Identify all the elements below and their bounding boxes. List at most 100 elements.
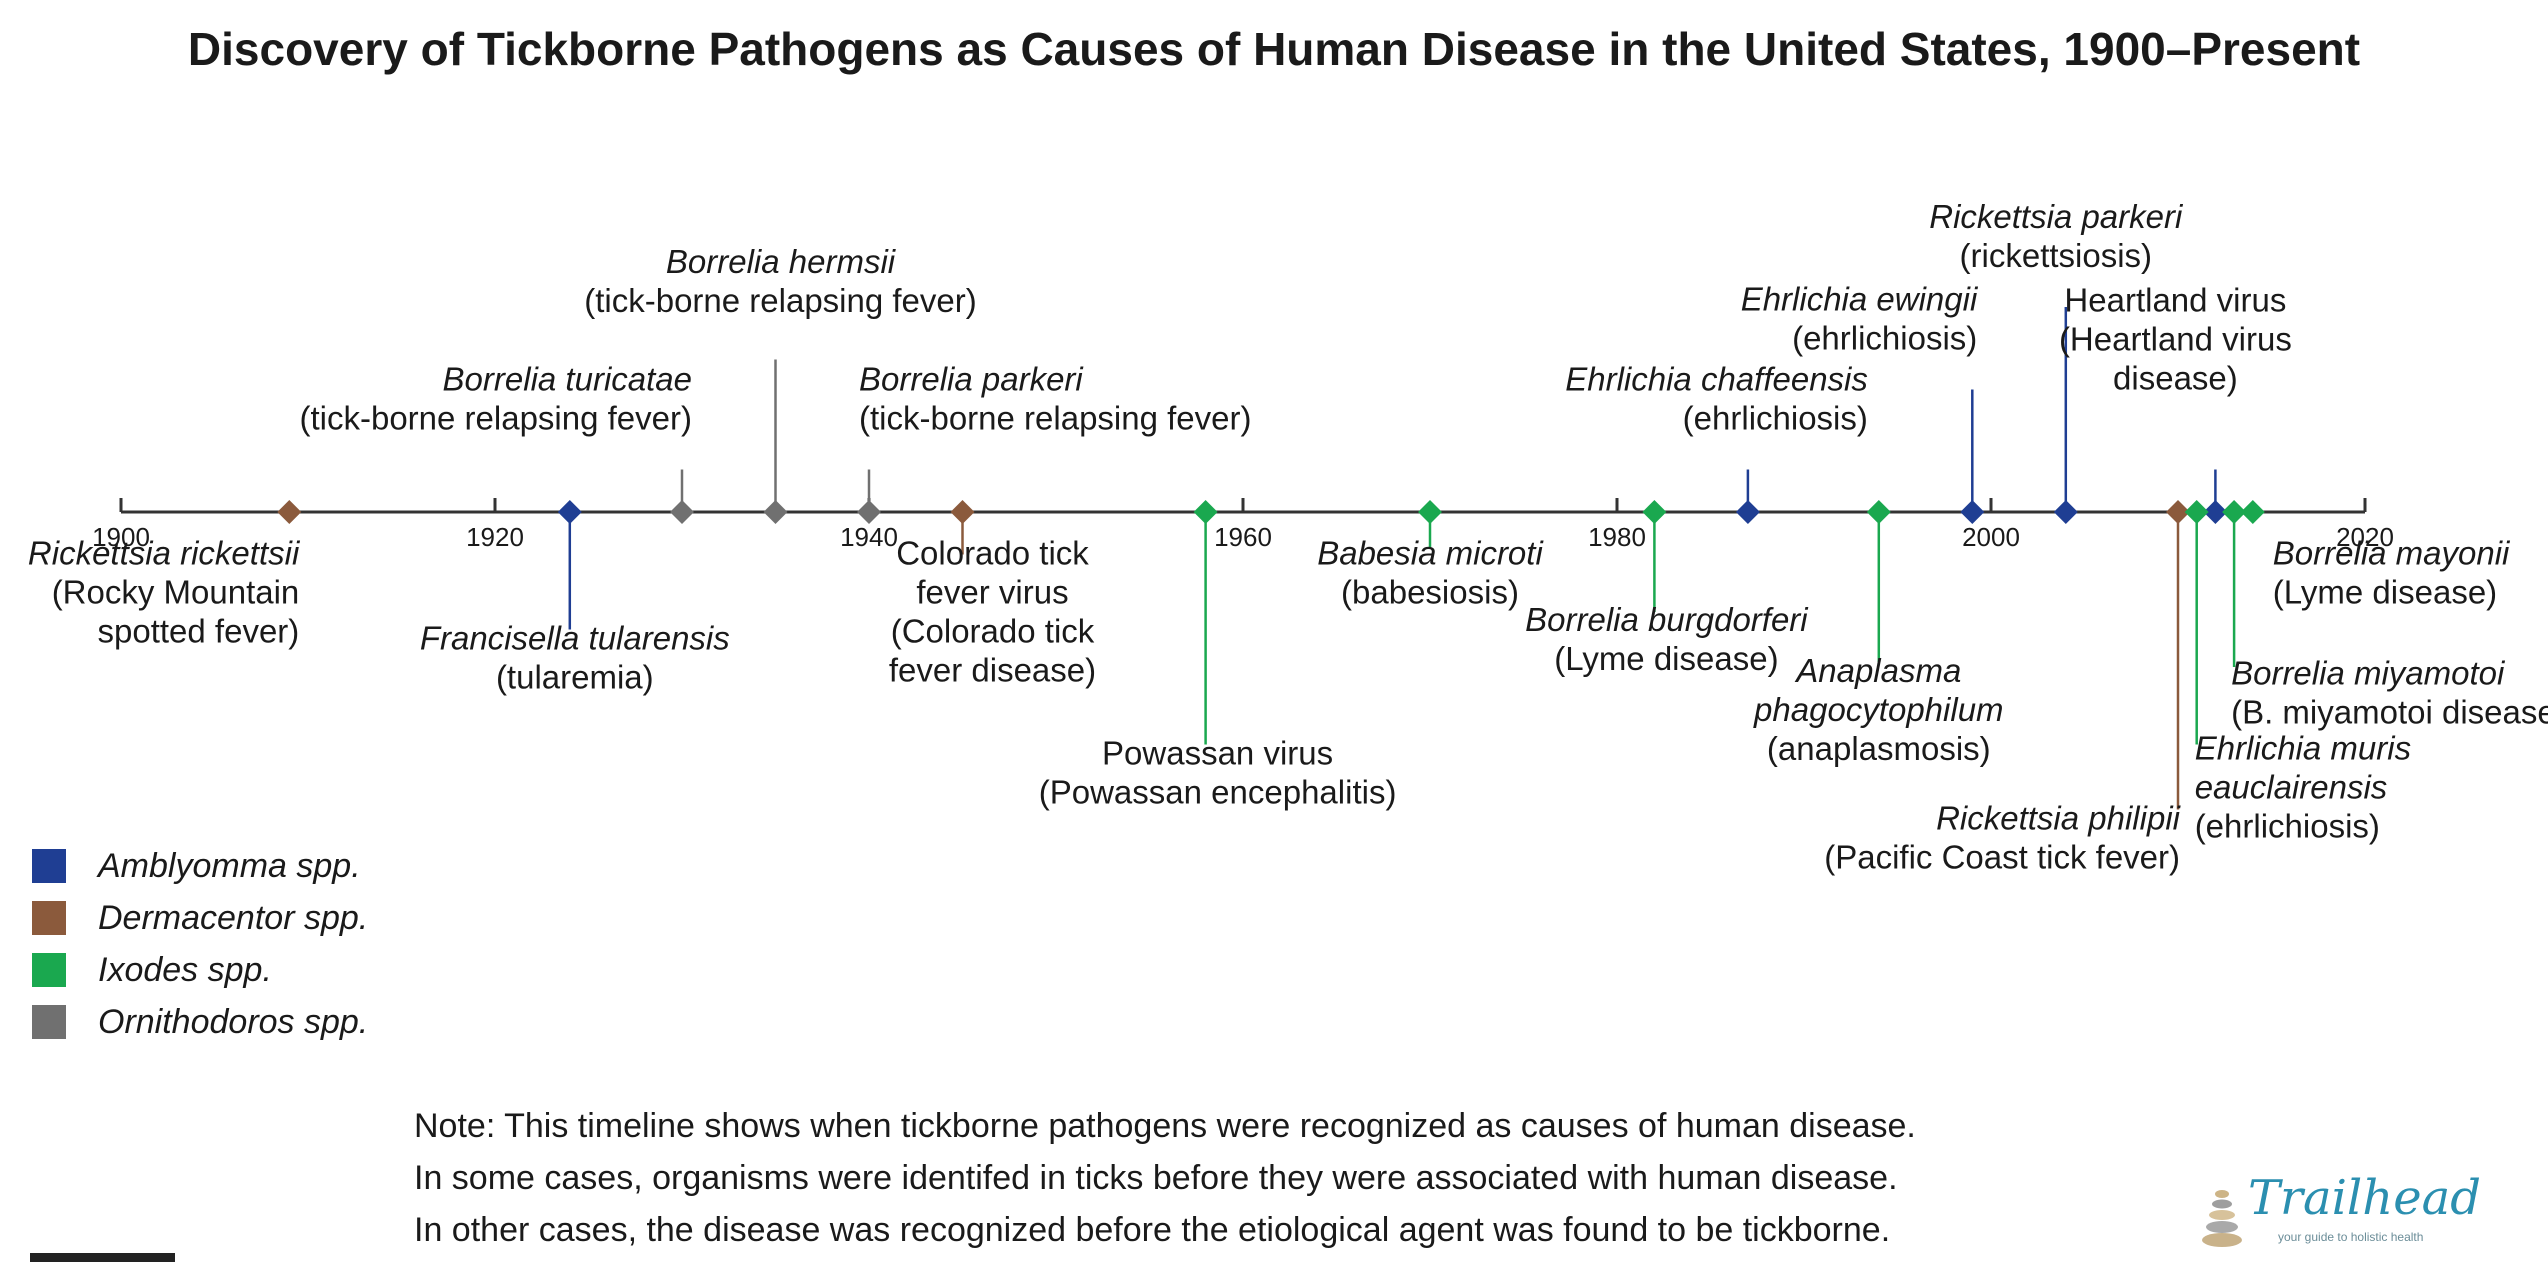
label-line: Colorado tick (896, 535, 1089, 572)
axis-tick-label-1920: 1920 (466, 522, 524, 552)
label-line: Borrelia parkeri (859, 361, 1084, 398)
label-line: Borrelia burgdorferi (1525, 601, 1809, 638)
label-line: fever virus (916, 574, 1068, 611)
marker-powassan-virus (1193, 500, 1218, 524)
label-rickettsia-parkeri: Rickettsia parkeri(rickettsiosis) (1929, 198, 2184, 274)
label-line: (Colorado tick (891, 613, 1095, 650)
label-line: (rickettsiosis) (1960, 237, 2153, 274)
label-line: Ehrlichia chaffeensis (1565, 361, 1868, 398)
label-line: Ehrlichia muris (2195, 730, 2411, 767)
label-borrelia-burgdorferi: Borrelia burgdorferi(Lyme disease) (1525, 601, 1809, 677)
legend-label-ornithodoros: Ornithodoros spp. (98, 1002, 369, 1041)
legend-item-ixodes: Ixodes spp. (32, 944, 368, 996)
label-line: (babesiosis) (1341, 574, 1519, 611)
axis-tick-label-1900: 1900 (92, 522, 150, 552)
label-line: Borrelia mayonii (2273, 535, 2511, 572)
label-line: fever disease) (889, 652, 1096, 689)
marker-borrelia-hermsii (763, 500, 788, 524)
label-line: (Lyme disease) (2273, 574, 2497, 611)
label-line: Borrelia hermsii (666, 243, 897, 280)
axis-tick-label-2020: 2020 (2336, 522, 2394, 552)
footnote-line: In other cases, the disease was recogniz… (414, 1211, 1891, 1249)
event-stems (288, 307, 2236, 810)
video-progress-bar (30, 1253, 175, 1262)
label-line: Borrelia turicatae (443, 361, 692, 398)
label-rickettsia-philipii: Rickettsia philipii(Pacific Coast tick f… (1824, 800, 2181, 876)
footnote-line: Note: This timeline shows when tickborne… (414, 1107, 1916, 1145)
label-line: (Heartland virus (2059, 321, 2292, 358)
label-line: (Lyme disease) (1554, 640, 1778, 677)
legend-label-dermacentor: Dermacentor spp. (98, 898, 369, 937)
label-francisella-tularensis: Francisella tularensis(tularemia) (420, 620, 730, 696)
label-ehrlichia-ewingii: Ehrlichia ewingii(ehrlichiosis) (1741, 281, 1979, 357)
label-line: Babesia microti (1317, 535, 1544, 572)
marker-heartland-virus (2203, 500, 2228, 524)
marker-borrelia-turicatae (670, 500, 694, 524)
label-line: Francisella tularensis (420, 620, 730, 657)
legend-swatch-amblyomma (32, 849, 66, 883)
legend-item-ornithodoros: Ornithodoros spp. (32, 996, 368, 1048)
label-line: Rickettsia parkeri (1929, 198, 2184, 235)
label-line: (ehrlichiosis) (1792, 320, 1977, 357)
label-line: Ehrlichia ewingii (1741, 281, 1979, 318)
footnote-line: In some cases, organisms were identifed … (414, 1159, 1898, 1197)
label-ehrlichia-chaffeensis: Ehrlichia chaffeensis(ehrlichiosis) (1565, 361, 1868, 437)
label-line: Borrelia miyamotoi (2231, 655, 2506, 692)
marker-francisella-tularensis (557, 500, 582, 524)
marker-borrelia-burgdorferi (1642, 500, 1667, 524)
label-line: (tick-borne relapsing fever) (859, 400, 1252, 437)
label-line: (ehrlichiosis) (1683, 400, 1868, 437)
marker-ehrlichia-ewingii (1960, 500, 1985, 524)
marker-rickettsia-parkeri (2053, 500, 2078, 524)
label-line: Powassan virus (1102, 735, 1333, 772)
axis-tick-label-2000: 2000 (1962, 522, 2020, 552)
label-line: phagocytophilum (1753, 691, 2004, 728)
label-powassan-virus: Powassan virus(Powassan encephalitis) (1039, 735, 1397, 811)
axis-tick-label-1940: 1940 (840, 522, 898, 552)
label-borrelia-hermsii: Borrelia hermsii(tick-borne relapsing fe… (584, 243, 977, 319)
label-borrelia-parkeri: Borrelia parkeri(tick-borne relapsing fe… (859, 361, 1252, 437)
label-line: Anaplasma (1794, 652, 1961, 689)
label-line: (Powassan encephalitis) (1039, 774, 1397, 811)
marker-borrelia-miyamotoi (2222, 500, 2247, 524)
legend-label-ixodes: Ixodes spp. (98, 950, 272, 989)
legend: Amblyomma spp. Dermacentor spp. Ixodes s… (32, 840, 368, 1048)
marker-borrelia-parkeri (857, 500, 881, 524)
footnote: Note: This timeline shows when tickborne… (414, 1100, 1916, 1256)
marker-borrelia-mayonii (2240, 500, 2265, 524)
marker-anaplasma-phagocytophilum (1866, 500, 1891, 524)
marker-ehrlichia-muris (2184, 500, 2209, 524)
logo-tagline: your guide to holistic health (2278, 1230, 2424, 1244)
legend-label-amblyomma: Amblyomma spp. (98, 846, 361, 885)
label-line: Heartland virus (2064, 282, 2286, 319)
label-line: (Rocky Mountain (52, 574, 300, 611)
trailhead-logo: Trailhead your guide to holistic health (2190, 1170, 2490, 1250)
label-borrelia-turicatae: Borrelia turicatae(tick-borne relapsing … (300, 361, 693, 437)
label-line: disease) (2113, 360, 2238, 397)
label-line: (ehrlichiosis) (2195, 808, 2380, 845)
marker-ehrlichia-chaffeensis (1735, 500, 1760, 524)
marker-rickettsia-philipii (2166, 500, 2190, 524)
axis-tick-label-1980: 1980 (1588, 522, 1646, 552)
legend-swatch-ixodes (32, 953, 66, 987)
stacked-stones-icon (2202, 1190, 2242, 1247)
label-babesia-microti: Babesia microti(babesiosis) (1317, 535, 1544, 611)
label-line: Rickettsia philipii (1936, 800, 2182, 837)
legend-item-amblyomma: Amblyomma spp. (32, 840, 368, 892)
label-borrelia-mayonii: Borrelia mayonii(Lyme disease) (2273, 535, 2511, 611)
page-title: Discovery of Tickborne Pathogens as Caus… (187, 23, 2361, 75)
event-markers (277, 500, 2265, 524)
label-line: (Pacific Coast tick fever) (1824, 839, 2180, 876)
marker-rickettsia-rickettsii (277, 500, 302, 524)
marker-babesia-microti (1418, 500, 1442, 524)
label-line: (B. miyamotoi disease) (2231, 694, 2548, 731)
legend-swatch-ornithodoros (32, 1005, 66, 1039)
logo-wordmark: Trailhead (2248, 1170, 2481, 1226)
marker-colorado-tick-fever (950, 500, 975, 524)
